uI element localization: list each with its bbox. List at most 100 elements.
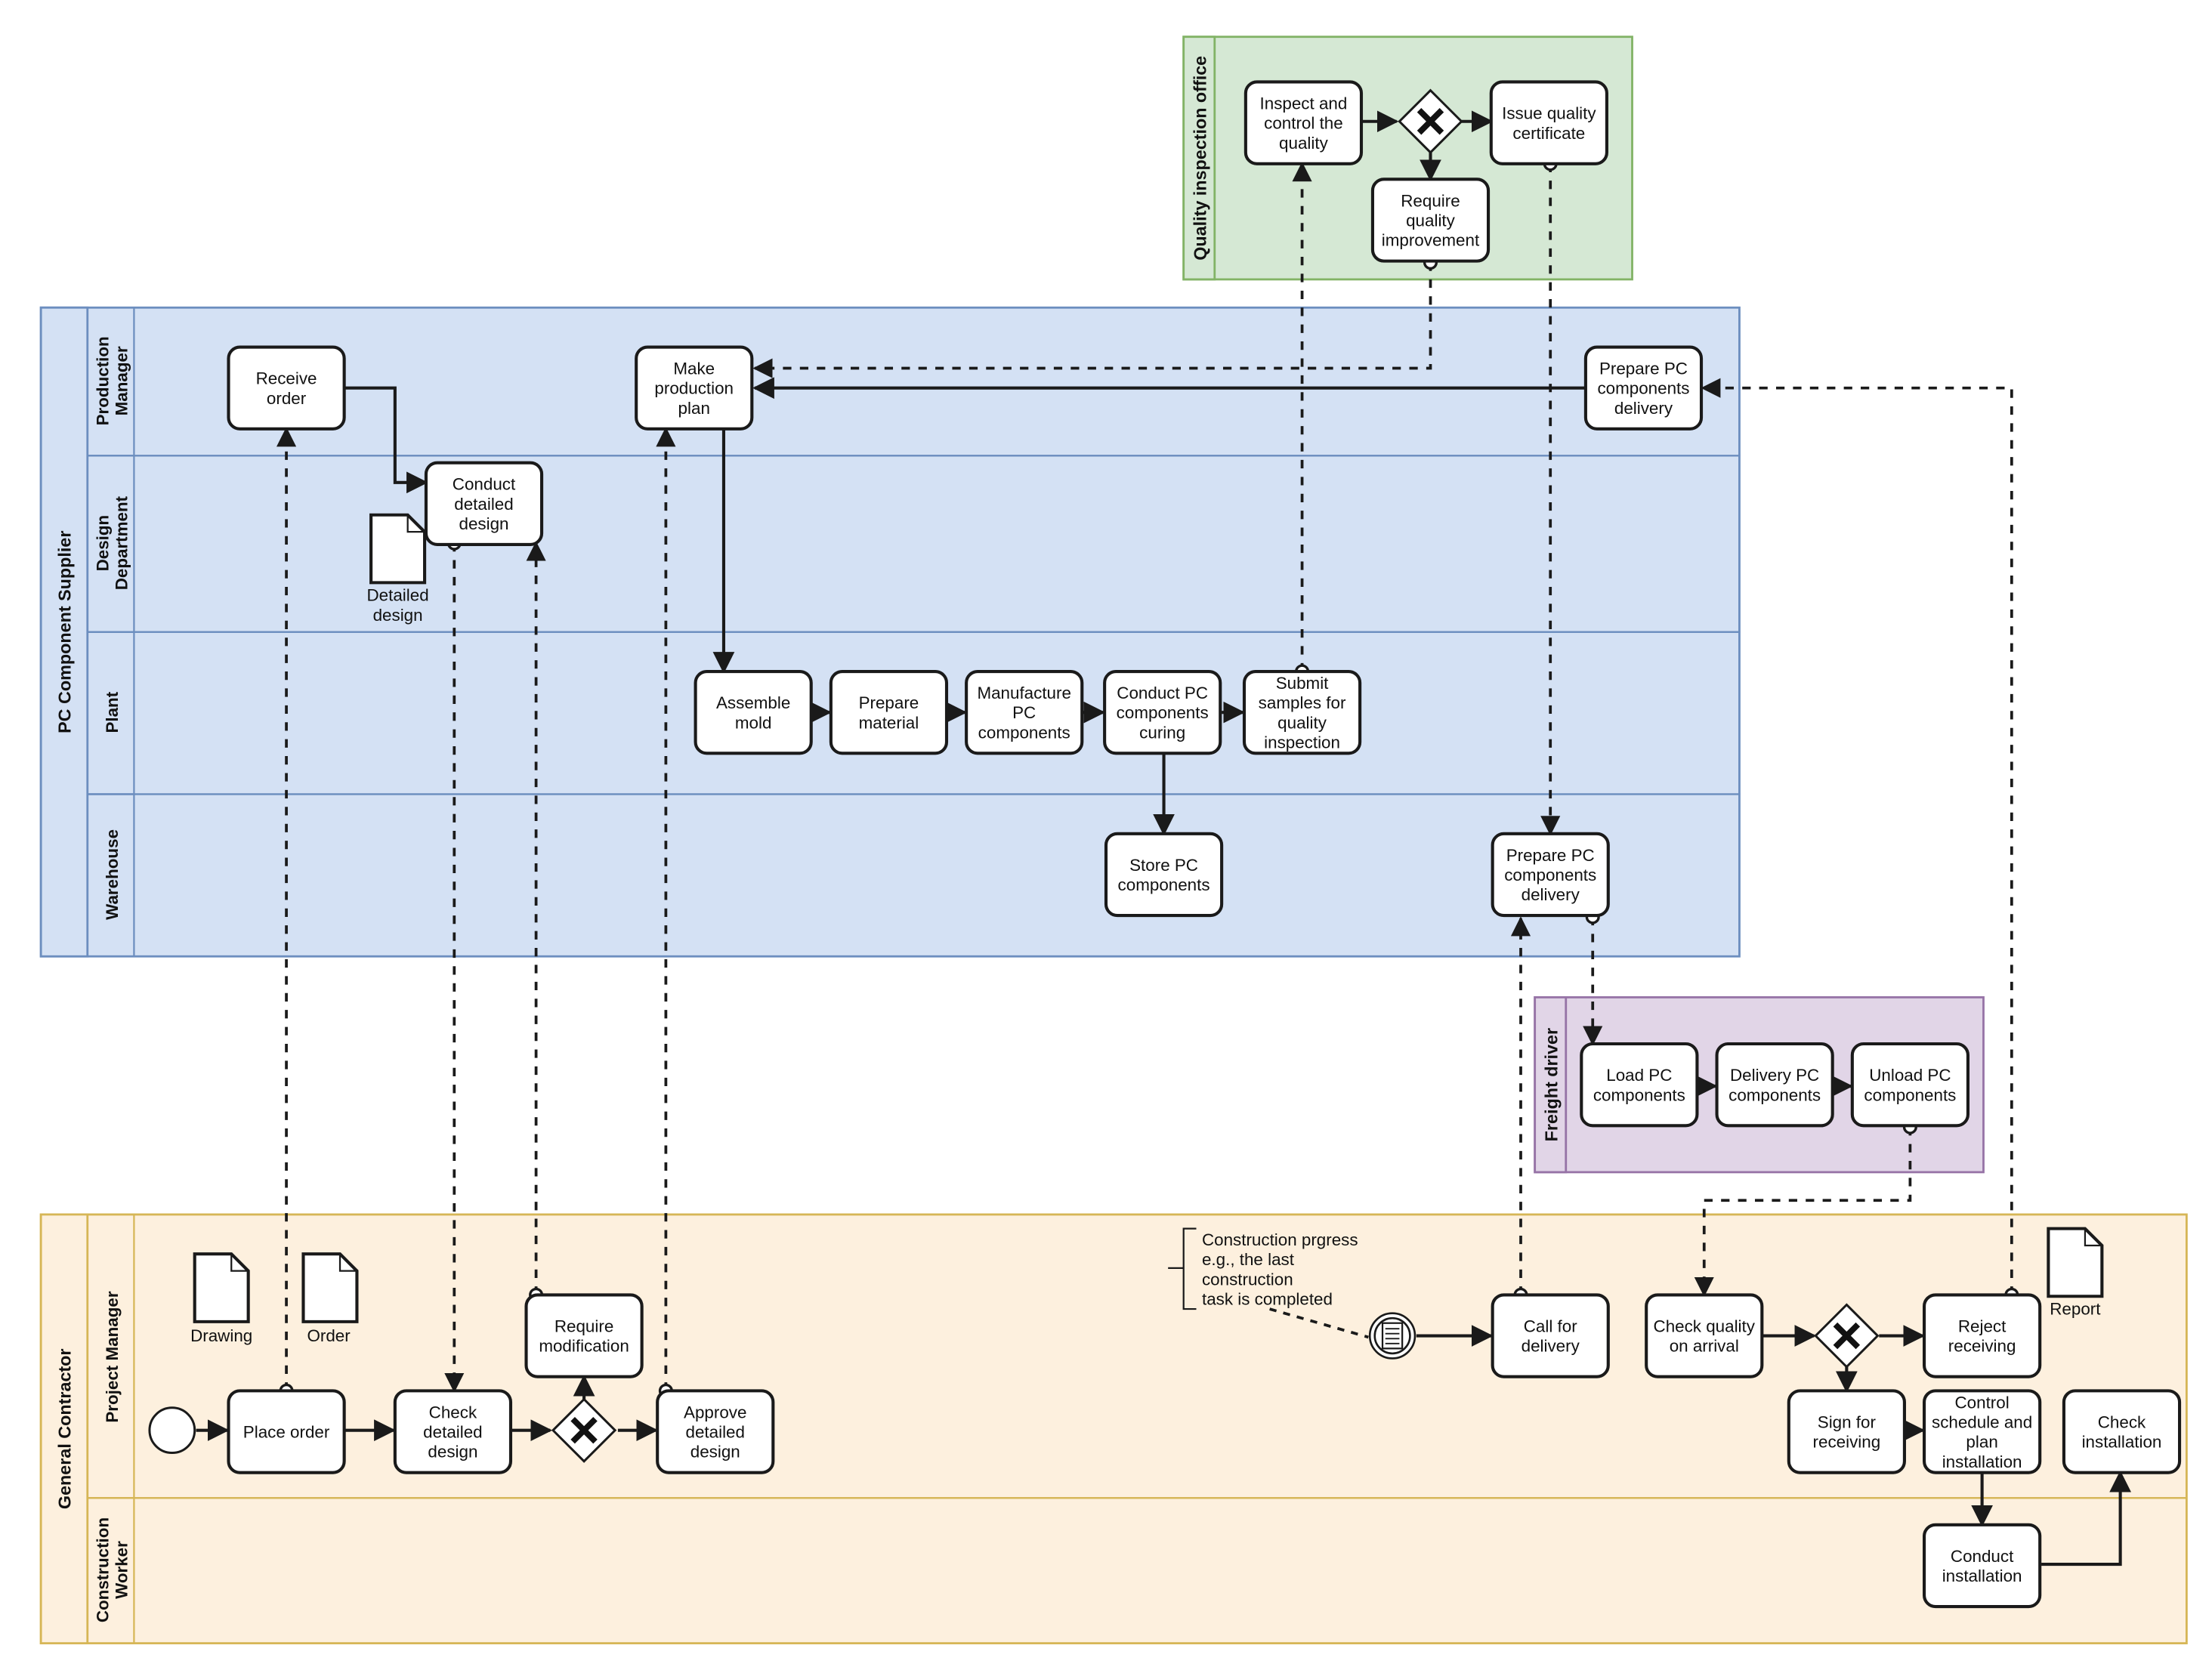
start-event[interactable]: [148, 1406, 196, 1455]
exclusive-gateway[interactable]: [1814, 1303, 1880, 1369]
task-label: design: [690, 1443, 740, 1462]
pool-title-quality: Quality inspection office: [1191, 56, 1210, 261]
exclusive-gateway[interactable]: [551, 1397, 617, 1463]
task-label: Issue quality: [1502, 104, 1596, 123]
task-label: improvement: [1382, 231, 1480, 250]
task-label: Control: [1955, 1393, 2010, 1412]
lane-title-line: Worker: [113, 1541, 131, 1599]
task-label: samples for: [1259, 693, 1346, 712]
task-label: Reject: [1958, 1317, 2007, 1336]
lane-title-warehouse: Warehouse: [103, 829, 122, 920]
task-label: Check: [2098, 1413, 2146, 1432]
task-label: components: [1118, 875, 1210, 894]
task-label: Sign for: [1818, 1413, 1877, 1432]
task-label: Prepare: [859, 693, 919, 712]
document-label: Report: [2050, 1300, 2101, 1319]
task-label: Load PC: [1606, 1066, 1672, 1085]
document-label: Detailed: [367, 586, 429, 605]
task-label: detailed: [454, 495, 513, 514]
task-label: Assemble: [716, 693, 790, 712]
document-report: Report: [2047, 1227, 2104, 1319]
task-label: order: [267, 389, 307, 408]
task-label: Store PC: [1129, 856, 1198, 875]
document-label: Drawing: [190, 1326, 252, 1345]
task-label: inspection: [1264, 733, 1340, 752]
intermediate-message-event[interactable]: [1368, 1312, 1416, 1360]
task-label: certificate: [1512, 124, 1585, 143]
task-label: Approve: [684, 1403, 746, 1421]
task-label: Require: [1401, 191, 1460, 210]
task-label: mold: [735, 713, 772, 732]
message-flows: [276, 156, 2019, 1398]
exclusive-gateway[interactable]: [1398, 88, 1463, 154]
task-label: Conduct: [1951, 1547, 2014, 1566]
task-label: Place order: [243, 1423, 330, 1442]
pool-title-supplier: PC Component Supplier: [54, 531, 74, 733]
task-label: Check quality: [1654, 1317, 1756, 1336]
task-place-order[interactable]: Place order: [227, 1389, 346, 1474]
task-label: quality: [1277, 713, 1327, 732]
task-label: components: [1593, 1085, 1685, 1104]
task-label: schedule and: [1932, 1413, 2032, 1432]
task-label: components: [978, 723, 1070, 742]
task-label: plan: [1966, 1433, 1997, 1452]
lane-title-line: Department: [113, 495, 131, 590]
task-label: installation: [1942, 1567, 2022, 1585]
document-order: Order: [301, 1252, 359, 1345]
task-label: production: [654, 379, 734, 398]
lane-title-line: Production: [93, 336, 112, 425]
task-label: Submit: [1276, 674, 1329, 693]
task-label: components: [1117, 703, 1209, 722]
task-label: quality: [1279, 134, 1329, 153]
pool-title-freight: Freight driver: [1542, 1028, 1562, 1141]
lane-title-line: Warehouse: [103, 829, 122, 920]
task-label: design: [459, 514, 509, 533]
task-label: components: [1504, 866, 1596, 884]
lane-title-line: Manager: [113, 346, 131, 415]
task-label: material: [859, 713, 919, 732]
task-label: components: [1729, 1085, 1821, 1104]
task-label: installation: [2082, 1433, 2162, 1452]
document-label: Order: [307, 1326, 351, 1345]
task-label: modification: [539, 1337, 629, 1356]
annotation-association: [1269, 1307, 1369, 1339]
annotation-line: task is completed: [1202, 1289, 1333, 1308]
task-label: on arrival: [1670, 1337, 1739, 1356]
lane-title-line: Design: [93, 515, 112, 572]
lane-title-project-manager: Project Manager: [103, 1291, 122, 1422]
lane-title-line: Plant: [103, 691, 122, 733]
